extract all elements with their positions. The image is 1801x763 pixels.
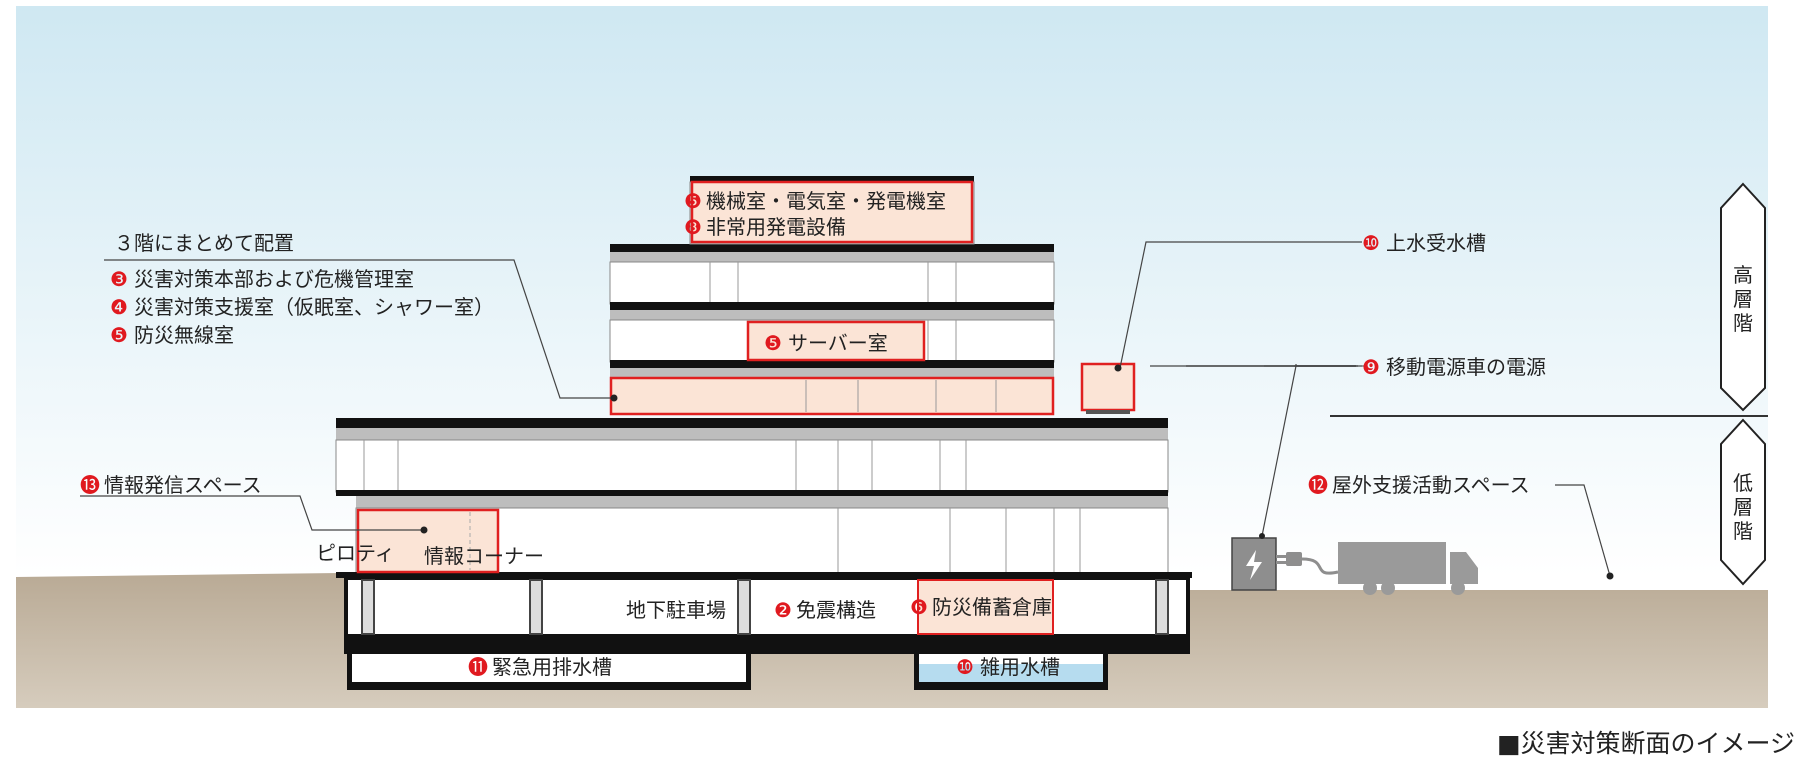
mobile-power-badge: ❾ [1362, 355, 1380, 379]
pointer-dots [420, 364, 1614, 580]
floor3-item1: 災害対策本部および危機管理室 [134, 267, 414, 291]
high-rise-char-2: 層 [1733, 287, 1753, 311]
high-rise-block [609, 244, 1055, 416]
low-rise-char-1: 低 [1733, 471, 1753, 495]
drain-label: 緊急用排水槽 [492, 655, 612, 679]
server-badge: ❺ [764, 331, 782, 355]
mobile-power-label: 移動電源車の電源 [1386, 355, 1546, 379]
water-receive-badge: ❿ [1362, 231, 1380, 255]
power-plug-icon [1276, 552, 1339, 575]
server-room [746, 320, 926, 362]
truck-icon [1338, 542, 1478, 595]
floor3-item2: 災害対策支援室（仮眠室、シャワー室） [134, 295, 494, 319]
outdoor-badge: ⓬ [1308, 473, 1328, 497]
piloti-label: ピロティ [316, 541, 395, 565]
water-receive-label: 上水受水槽 [1386, 231, 1486, 255]
drain-badge: ⓫ [468, 655, 488, 679]
water-receiving-tank [1080, 362, 1136, 412]
parking-label: 地下駐車場 [626, 598, 726, 622]
seismic-badge: ❷ [774, 598, 792, 622]
floor3-item2-badge: ❹ [110, 295, 128, 319]
storage-label: 防災備蓄倉庫 [932, 595, 1052, 619]
outdoor-label: 屋外支援活動スペース [1332, 473, 1530, 497]
server-label: サーバー室 [788, 331, 888, 355]
info-corner-label: 情報コーナー [424, 544, 544, 568]
high-rise-indicator [1720, 182, 1766, 412]
machine-room [690, 180, 974, 244]
floor3-title: ３階にまとめて配置 [114, 231, 294, 255]
mobile-power-leader-correct-path [1261, 365, 1362, 537]
roof-line2-badge: ❽ [684, 215, 702, 239]
info-space-label: 情報発信スペース [104, 473, 262, 497]
low-rise-block [335, 418, 1192, 578]
low-rise-vertical: 低 層 階 [1733, 471, 1753, 543]
figure-caption: ■災害対策断面のイメージ [1496, 729, 1795, 758]
floor3-item1-badge: ❸ [110, 267, 128, 291]
low-rise-char-2: 層 [1733, 495, 1753, 519]
floor3-item3-badge: ❺ [110, 323, 128, 347]
basement [344, 576, 1190, 690]
misc-water-badge: ❿ [956, 655, 974, 679]
high-rise-vertical: 高 層 階 [1733, 263, 1753, 335]
info-space-badge: ⓭ [80, 473, 100, 497]
low-rise-indicator [1720, 418, 1766, 586]
penthouse [689, 176, 975, 245]
third-floor-rooms [609, 376, 1055, 416]
low-rise-char-3: 階 [1733, 519, 1753, 543]
info-corner-room [356, 508, 500, 574]
misc-water-label: 雑用水槽 [980, 655, 1060, 679]
floor3-item3: 防災無線室 [134, 323, 234, 347]
storage-badge: ❻ [910, 595, 928, 619]
lightning-icon [1246, 550, 1262, 580]
seismic-label: 免震構造 [796, 598, 876, 622]
roof-line1: 機械室・電気室・発電機室 [706, 189, 946, 213]
power-source-box [1231, 537, 1277, 591]
roof-line1-badge: ❺ [684, 189, 702, 213]
storage-room [917, 579, 1054, 635]
high-rise-char-1: 高 [1733, 263, 1753, 287]
high-rise-char-3: 階 [1733, 311, 1753, 335]
roof-line2: 非常用発電設備 [706, 215, 846, 239]
